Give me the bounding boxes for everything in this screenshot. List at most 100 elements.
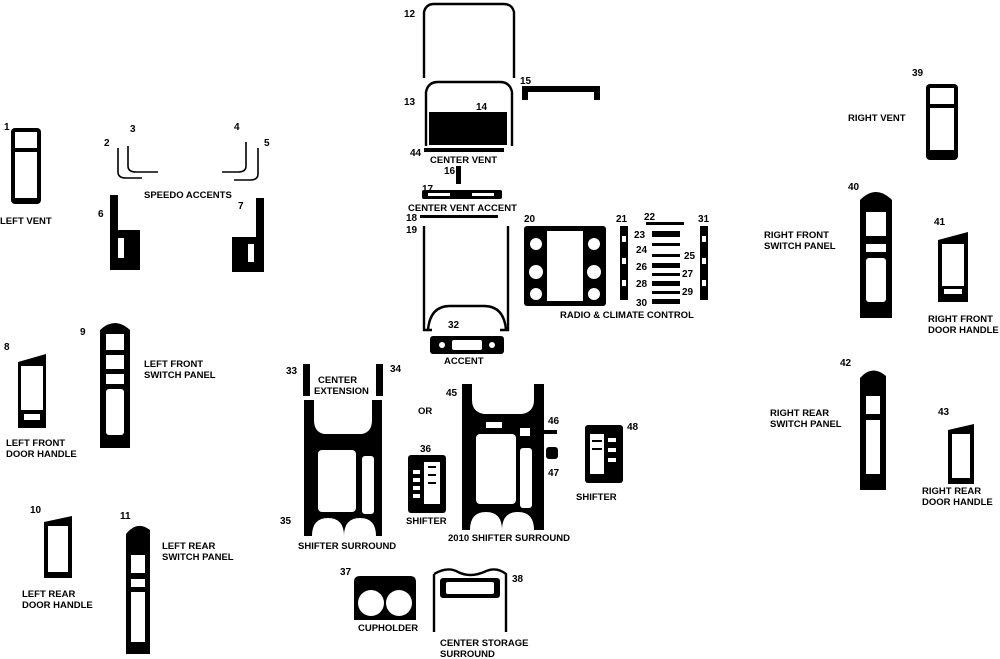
num-34: 34 [390, 364, 402, 375]
num-15: 15 [520, 76, 532, 87]
num-14: 14 [476, 102, 488, 113]
part-17 [422, 190, 502, 199]
num-35: 35 [280, 516, 292, 527]
label-left-rear-door-line1: LEFT REAR [22, 589, 75, 600]
num-27: 27 [682, 269, 694, 280]
num-16: 16 [444, 166, 456, 177]
label-2010-shifter-surround: 2010 SHIFTER SURROUND [448, 533, 570, 544]
part-left-front-door-handle [18, 354, 46, 428]
label-or: OR [418, 406, 432, 417]
num-40: 40 [848, 182, 860, 193]
part-numbers: 1 2 3 4 5 6 7 8 9 10 11 12 13 14 15 16 1… [4, 9, 950, 585]
label-left-front-switch-line2: SWITCH PANEL [144, 370, 216, 381]
num-1: 1 [4, 122, 10, 133]
num-24: 24 [636, 245, 648, 256]
num-22: 22 [644, 212, 656, 223]
part-2010-shifter-surround [462, 384, 544, 530]
part-accent [430, 336, 504, 354]
num-19: 19 [406, 225, 418, 236]
num-2: 2 [104, 138, 110, 149]
part-left-front-switch-panel [100, 323, 130, 448]
label-right-rear-door-line1: RIGHT REAR [922, 486, 981, 497]
label-right-rear-door-line2: DOOR HANDLE [922, 497, 993, 508]
part-12 [422, 2, 516, 78]
num-46: 46 [548, 416, 560, 427]
part-center-vent [424, 80, 514, 146]
num-23: 23 [634, 230, 646, 241]
num-32: 32 [448, 320, 460, 331]
part-right-rear-switch-panel [860, 370, 886, 490]
part-shifter-36 [408, 455, 446, 513]
num-41: 41 [934, 217, 946, 228]
num-6: 6 [98, 209, 104, 220]
label-center-storage-line1: CENTER STORAGE [440, 638, 529, 649]
part-climate-strips [620, 222, 708, 304]
num-4: 4 [234, 122, 240, 133]
part-left-rear-door-handle [44, 516, 72, 578]
num-12: 12 [404, 9, 416, 20]
num-26: 26 [636, 262, 648, 273]
num-3: 3 [130, 124, 136, 135]
num-18: 18 [406, 213, 418, 224]
num-42: 42 [840, 358, 852, 369]
num-33: 33 [286, 366, 298, 377]
num-21: 21 [616, 214, 628, 225]
part-right-rear-door-handle [948, 424, 974, 484]
num-47: 47 [548, 468, 560, 479]
label-right-rear-switch-line1: RIGHT REAR [770, 408, 829, 419]
label-left-rear-switch-line1: LEFT REAR [162, 541, 215, 552]
label-left-rear-switch-line2: SWITCH PANEL [162, 552, 234, 563]
label-left-front-door-line2: DOOR HANDLE [6, 449, 77, 460]
part-46 [543, 430, 557, 434]
num-39: 39 [912, 68, 924, 79]
num-48: 48 [627, 422, 639, 433]
num-7: 7 [238, 201, 244, 212]
part-15 [522, 86, 600, 100]
label-shifter-48: SHIFTER [576, 492, 617, 503]
num-25: 25 [684, 251, 696, 262]
num-11: 11 [120, 511, 131, 522]
label-right-front-switch-line1: RIGHT FRONT [764, 230, 829, 241]
num-29: 29 [682, 287, 694, 298]
part-shifter-48 [585, 425, 623, 483]
label-speedo-accents: SPEEDO ACCENTS [144, 190, 232, 201]
part-left-rear-switch-panel [126, 525, 150, 654]
label-cupholder: CUPHOLDER [358, 623, 418, 634]
label-center-storage-line2: SURROUND [440, 649, 495, 659]
label-center-vent: CENTER VENT [430, 155, 497, 166]
label-right-front-door-line2: DOOR HANDLE [928, 325, 999, 336]
part-center-storage-surround [432, 568, 508, 632]
num-36: 36 [420, 444, 432, 455]
num-5: 5 [264, 138, 270, 149]
part-18 [420, 215, 498, 218]
part-center-extension [303, 364, 383, 396]
label-right-front-switch-line2: SWITCH PANEL [764, 241, 836, 252]
num-31: 31 [698, 214, 710, 225]
label-shifter-36: SHIFTER [406, 516, 447, 527]
label-center-vent-accent: CENTER VENT ACCENT [408, 203, 517, 214]
num-38: 38 [512, 574, 524, 585]
part-16 [456, 166, 461, 184]
part-right-front-door-handle [938, 232, 968, 302]
part-shifter-surround [304, 400, 382, 536]
part-labels: LEFT VENT SPEEDO ACCENTS CENTER VENT CEN… [0, 113, 999, 659]
part-cupholder [354, 576, 416, 620]
label-center-extension-line1: CENTER [318, 375, 357, 386]
label-left-rear-door-line2: DOOR HANDLE [22, 600, 93, 611]
num-10: 10 [30, 505, 42, 516]
label-radio-climate-control: RADIO & CLIMATE CONTROL [560, 310, 694, 321]
part-6 [110, 195, 140, 270]
label-accent: ACCENT [444, 356, 484, 367]
part-right-front-switch-panel [860, 192, 892, 318]
num-17: 17 [422, 184, 434, 195]
num-37: 37 [340, 567, 352, 578]
part-7 [232, 198, 264, 272]
label-right-vent: RIGHT VENT [848, 113, 906, 124]
label-left-front-door-line1: LEFT FRONT [6, 438, 65, 449]
label-center-extension-line2: EXTENSION [314, 386, 369, 397]
num-45: 45 [446, 388, 458, 399]
label-left-front-switch-line1: LEFT FRONT [144, 359, 203, 370]
part-radio-bezel [524, 226, 606, 306]
